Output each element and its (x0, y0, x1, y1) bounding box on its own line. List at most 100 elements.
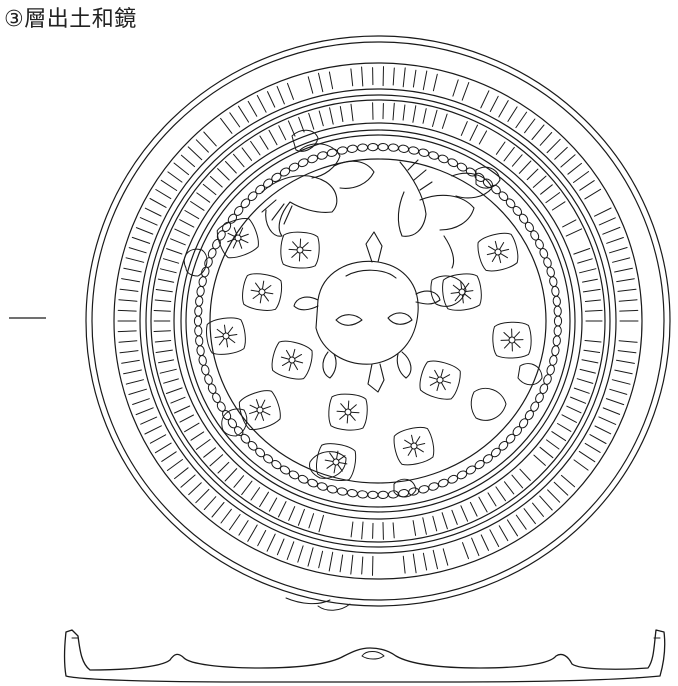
rim-tick (133, 399, 150, 405)
rim-tick (496, 487, 506, 501)
rim-tick (607, 238, 624, 244)
bead (307, 154, 319, 164)
rim-tick (185, 211, 199, 219)
rim-tick (512, 475, 523, 488)
rim-tick (470, 125, 478, 140)
rim-tick (499, 526, 508, 541)
rim-tick (481, 535, 488, 551)
rim-tick (260, 136, 268, 149)
bead (553, 335, 561, 346)
bead (408, 146, 419, 155)
bead (398, 145, 409, 154)
rim-tick (462, 83, 469, 101)
bead (511, 205, 523, 217)
rim-tick (578, 259, 593, 263)
rim-tick (122, 360, 140, 363)
bead (317, 482, 329, 492)
rosette (269, 338, 315, 382)
rim-tick (210, 455, 223, 466)
rim-tick (319, 73, 323, 92)
outer-rim (86, 36, 670, 606)
rim-tick (403, 105, 405, 120)
rim-tick (180, 220, 194, 227)
rim-tick (129, 389, 147, 394)
rim-tick (595, 208, 612, 216)
bead (546, 364, 556, 376)
rim-tick (433, 550, 437, 569)
rim-tick (610, 389, 627, 394)
bead (247, 440, 259, 452)
rim-tick (583, 289, 600, 292)
rim-tick (574, 388, 589, 393)
rim-tick (603, 408, 619, 415)
rim-tick (618, 351, 636, 353)
rim-tick (472, 538, 479, 556)
bead (254, 447, 266, 459)
rim-tick (319, 111, 323, 126)
scattered-motifs (184, 130, 542, 497)
rim-tick (298, 546, 303, 562)
rim-tick (520, 469, 530, 480)
rim-tick (567, 406, 581, 413)
rim-tick (124, 268, 141, 272)
rosette (475, 230, 521, 274)
bead (505, 433, 517, 445)
rim-tick (463, 543, 469, 559)
rim-tick (136, 228, 152, 235)
bead (524, 221, 535, 233)
rim-tick (580, 269, 596, 273)
rim-tick (516, 112, 527, 128)
bead (262, 453, 274, 465)
rim-tick (615, 370, 632, 374)
rim-tick (541, 185, 553, 194)
bead (195, 335, 203, 346)
rim-tick (461, 506, 468, 521)
rim-tick (442, 513, 447, 529)
rim-tick (599, 417, 616, 425)
bead (221, 221, 232, 233)
rim-tick (162, 452, 177, 462)
rim-tick (225, 469, 237, 481)
rim-tick (185, 423, 199, 432)
bead (326, 148, 337, 158)
rim-tick (150, 435, 165, 443)
bead (227, 417, 239, 429)
rim-tick (119, 300, 137, 302)
rim-tick (524, 509, 535, 524)
bead (553, 296, 561, 307)
rim-tick (606, 399, 623, 405)
rim-tick (563, 220, 576, 227)
rim-tick (191, 202, 204, 211)
rim-tick (479, 131, 486, 144)
rim-tick (330, 108, 334, 124)
bead (546, 266, 556, 278)
bead-border (194, 143, 561, 498)
rosette (492, 322, 532, 359)
rim-tick (150, 199, 166, 208)
rim-tick (166, 388, 182, 394)
bead (239, 433, 251, 445)
rim-tick (619, 300, 637, 301)
rim-tick (433, 74, 437, 91)
rosette (214, 215, 262, 262)
bead (549, 355, 558, 366)
rim-tick (433, 110, 438, 126)
inner-band-edge (174, 123, 582, 519)
bead (198, 355, 207, 366)
bead (428, 482, 440, 492)
rim-tick (204, 497, 216, 510)
bead (418, 485, 429, 495)
rim-tick (490, 530, 499, 547)
rim-tick (585, 443, 600, 452)
rim-tick (552, 202, 565, 210)
rim-tick (248, 525, 257, 541)
rim-tick (156, 290, 172, 292)
rim-tick (268, 92, 275, 108)
rim-tick (525, 119, 535, 133)
rim-tick (585, 341, 601, 343)
inner-ring-1 (181, 130, 575, 512)
rim-tick (163, 259, 178, 264)
rim-tick (258, 531, 266, 546)
bead (524, 409, 535, 421)
rim-tick (548, 490, 560, 502)
